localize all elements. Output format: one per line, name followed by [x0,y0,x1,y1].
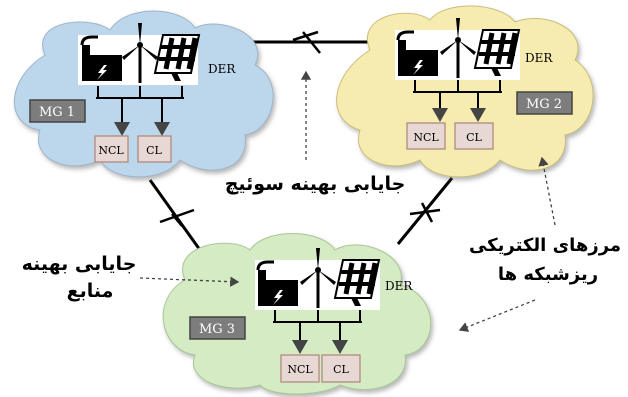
mg1-cl-label: CL [146,144,162,157]
mg3-bus [273,310,362,354]
boundaries-label-line1: مرزهای الکتریکی [468,235,622,256]
mg3-der-label: DER [385,279,413,293]
mg3-cl-box [321,354,361,383]
switch-placement-label: جایابی بهینه سوئیچ [224,173,406,195]
resource-placement-label-line1: جایابی بهینه [21,253,137,275]
arrow-resource-mg3 [139,276,240,287]
mg2-ncl-box [406,122,446,150]
mg3-ncl-box [280,354,320,383]
mg3-badge [189,316,246,340]
mg2-badge-label: MG 2 [526,97,562,112]
mg1-ncl-box [94,135,129,163]
switch-icon [159,208,195,227]
mg1-bus [96,86,184,136]
mg1-cl-box [137,135,172,163]
mg1-ncl-label: NCL [98,144,124,157]
mg3-ncl-label: NCL [287,363,313,376]
arrow-boundary-mg3 [458,299,536,332]
resource-placement-label-line2: منابع [66,280,114,302]
mg2-cl-box [454,122,494,150]
mg3-badge-label: MG 3 [199,322,235,337]
mg1-der-panel [78,23,199,85]
switch-icon [409,202,441,223]
mg2-cl-label: CL [466,131,482,144]
boundaries-label-line2: ریزشبکه ها [497,264,599,285]
mg2-ncl-label: NCL [413,131,439,144]
mg2-der-label: DER [525,51,553,65]
mg2-der-panel [395,18,520,80]
mg2-badge [516,91,573,115]
switch-icon [292,30,321,54]
mg3-cl-label: CL [333,363,349,376]
mg1-badge [29,99,86,123]
mg1-badge-label: MG 1 [39,105,75,120]
mg2-bus [413,80,502,122]
mg3-der-panel [255,248,380,310]
arrow-boundary-mg2 [538,156,556,226]
mg1-der-label: DER [208,62,236,76]
